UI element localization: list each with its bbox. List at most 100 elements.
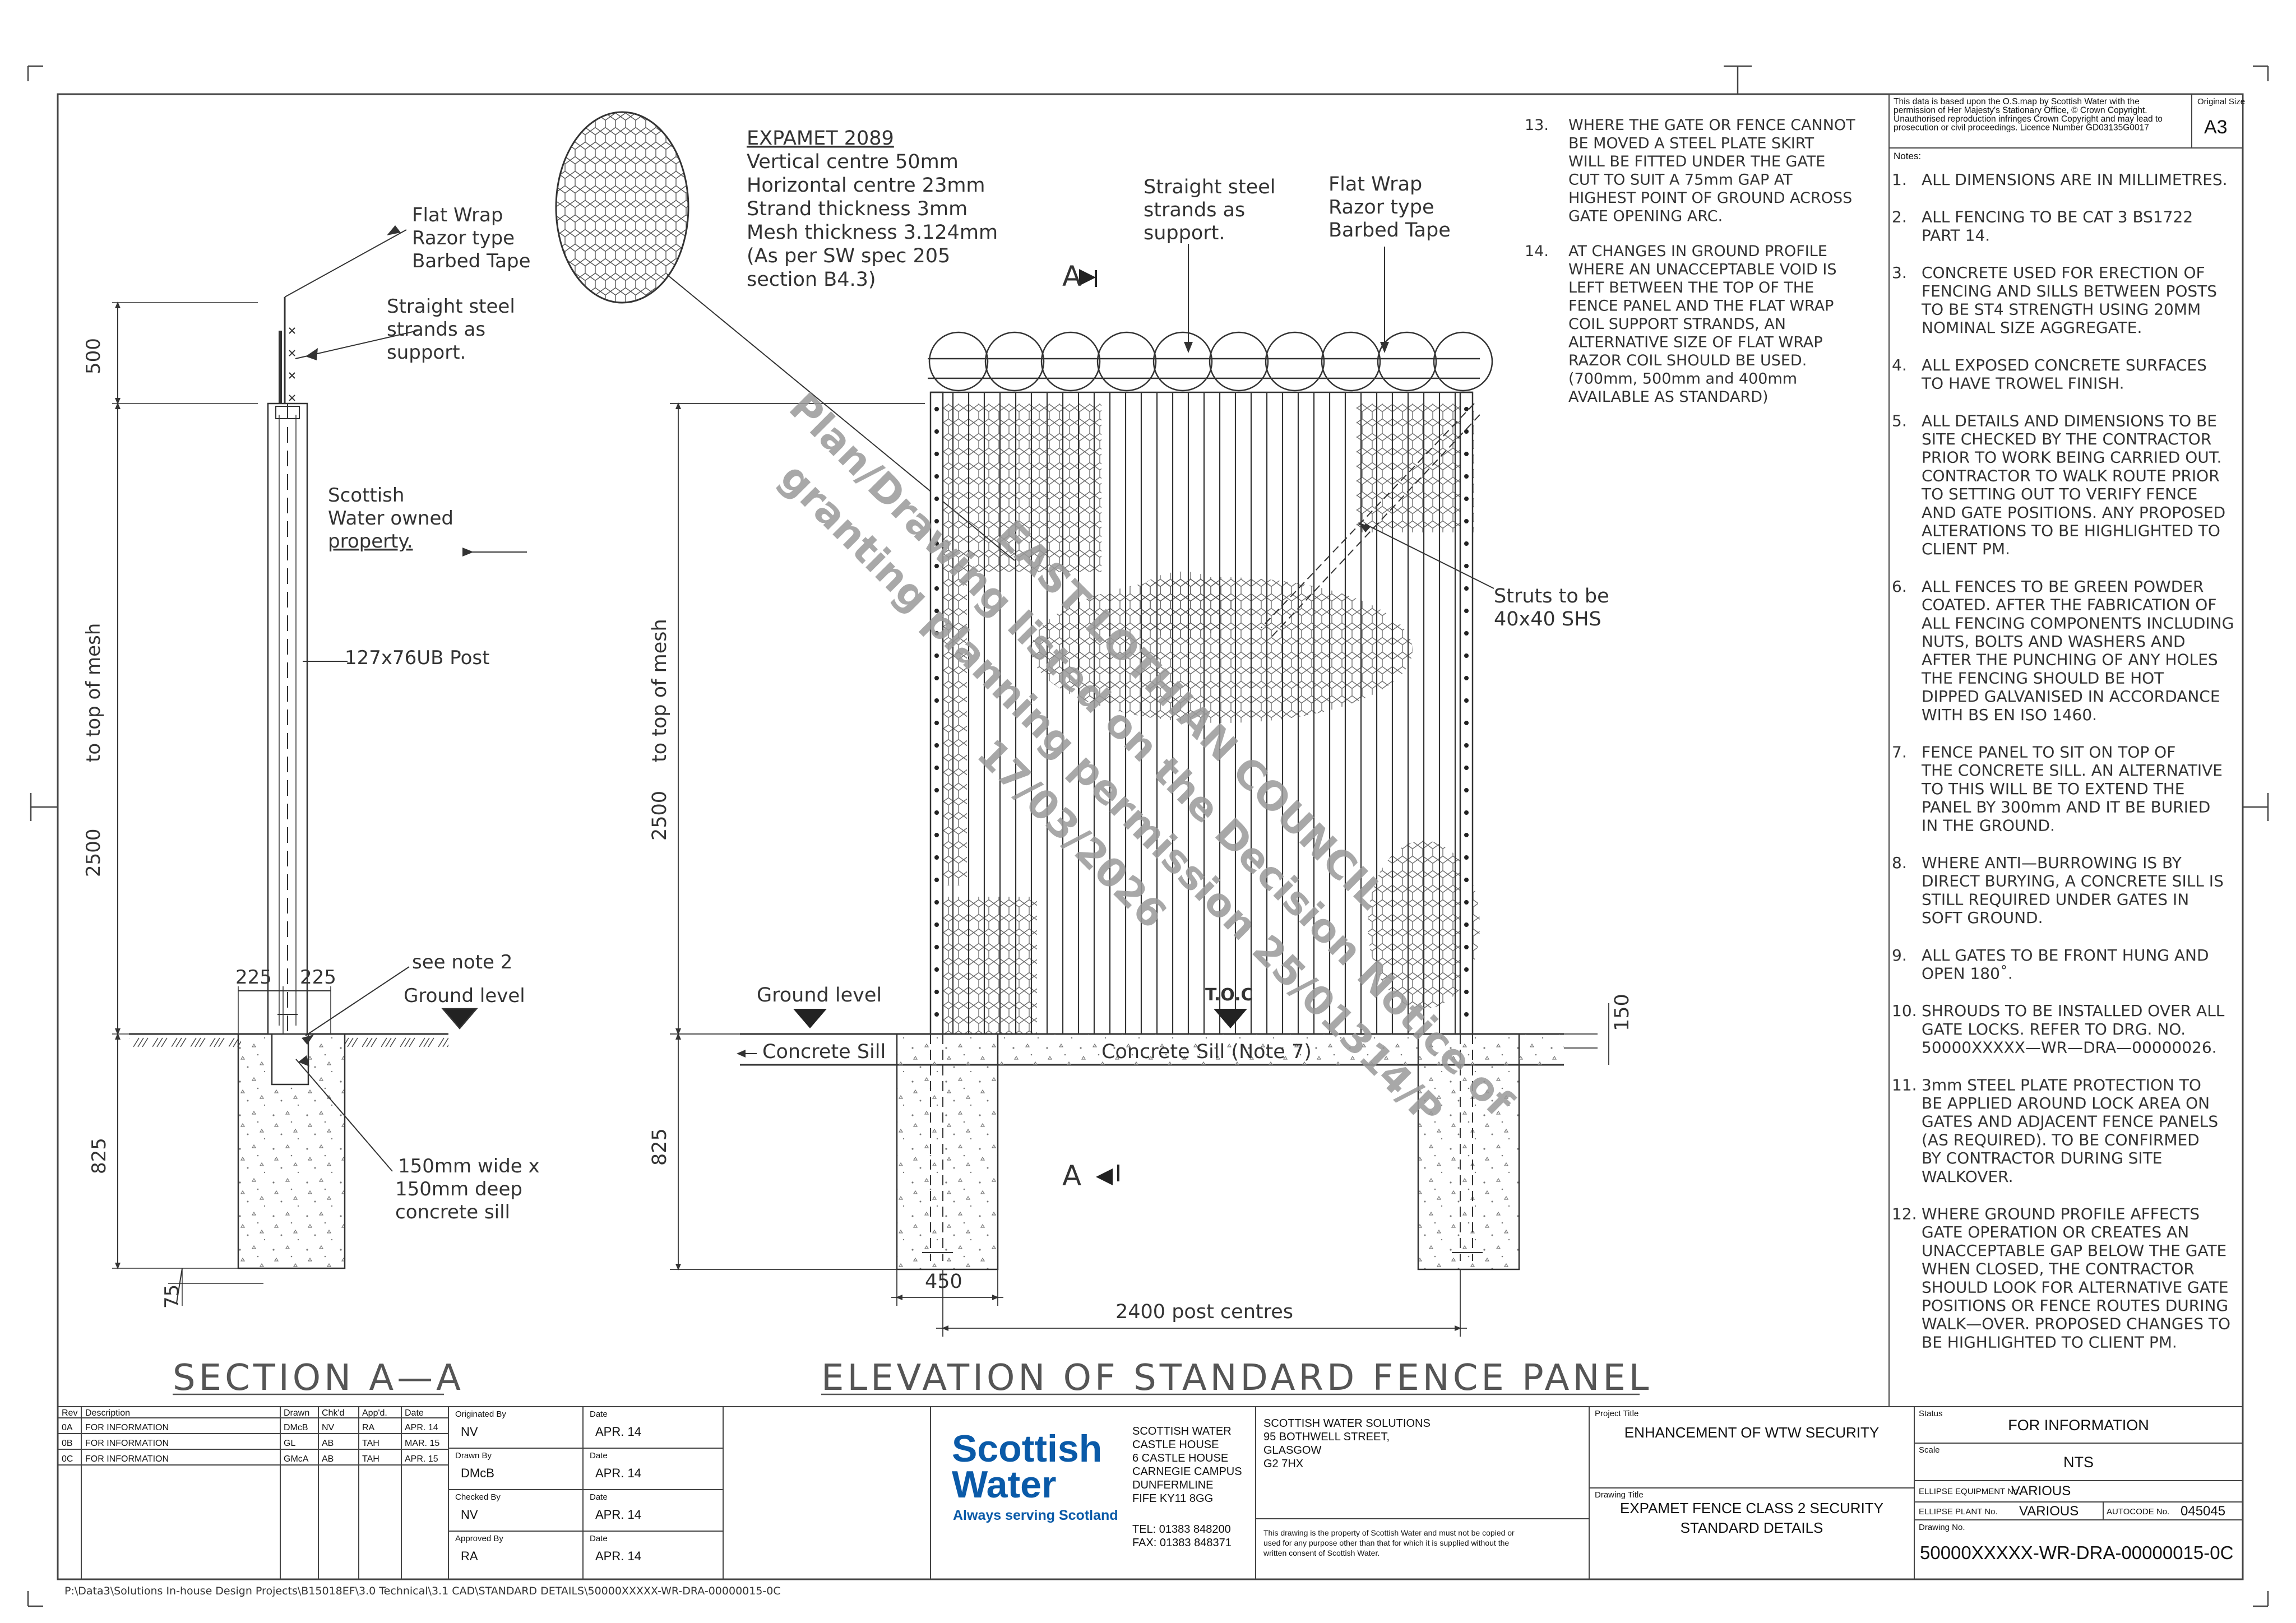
post-fixing (934, 631, 939, 636)
general-note-line: SOFT GROUND. (1922, 908, 2043, 927)
general-note-line: WITH BS EN ISO 1460. (1922, 706, 2097, 724)
elev-tape-line1: Flat Wrap (1328, 173, 1422, 196)
post-fixing (1464, 609, 1469, 613)
address-line: DUNFERMLINE (1132, 1479, 1213, 1491)
general-note-line: PART 14. (1922, 226, 1990, 244)
drawing-no: 50000XXXXX-WR-DRA-00000015-0C (1920, 1542, 2233, 1563)
note-top-number: 14. (1525, 243, 1549, 260)
post-fixing (934, 609, 939, 613)
property-note: This drawing is the property of Scottish… (1263, 1528, 1515, 1557)
post-fixing (934, 900, 939, 905)
general-note-line: OPEN 180˚. (1922, 964, 2013, 983)
elev-strands-line1: Straight steel (1144, 176, 1276, 198)
general-note-line: 3mm STEEL PLATE PROTECTION TO (1922, 1075, 2201, 1094)
project-fields: Project Title ENHANCEMENT OF WTW SECURIT… (1595, 1409, 2233, 1563)
post-fixing (1464, 676, 1469, 680)
general-note-number: 7. (1892, 743, 1907, 762)
post-fixing (934, 586, 939, 591)
post-fixing (1464, 519, 1469, 523)
post-fixing (934, 878, 939, 882)
brand-line1: Scottish (952, 1427, 1102, 1470)
section-owned-line2: Water owned (328, 507, 453, 530)
elev-dim-150: 150 (1611, 994, 1633, 1031)
post-fixing (1464, 541, 1469, 546)
elevation-labels: Straight steel strands as support. Flat … (649, 173, 1633, 1323)
general-note-line: IN THE GROUND. (1922, 816, 2055, 834)
post-fixing (934, 497, 939, 501)
general-note-line: ALL FENCES TO BE GREEN POWDER (1922, 577, 2204, 596)
project-title-label: Project Title (1595, 1409, 1638, 1418)
general-note-line: POSITIONS OR FENCE ROUTES DURING (1922, 1296, 2228, 1315)
general-note-line: TO BE ST4 STRENGTH USING 20MM (1921, 300, 2201, 319)
general-note-line: TO THIS WILL BE TO EXTEND THE (1921, 780, 2184, 798)
general-note-line: ALL DIMENSIONS ARE IN MILLIMETRES. (1922, 170, 2228, 189)
section-dim-2500: 2500 (82, 828, 105, 877)
rev-header: Rev (62, 1408, 77, 1418)
post-fixing (1464, 945, 1469, 949)
section-dim-225a: 225 (235, 966, 272, 989)
razor-coil (1040, 331, 1101, 392)
post-fixing (934, 810, 939, 815)
note-top-line: WHERE AN UNACCEPTABLE VOID IS (1568, 261, 1836, 279)
rev-cell: DMcB (284, 1423, 308, 1432)
post-fixing (934, 788, 939, 792)
post-fixing (934, 407, 939, 411)
general-note-line: ALL DETAILS AND DIMENSIONS TO BE (1922, 411, 2217, 430)
rev-cell: 0B (62, 1439, 73, 1448)
signoff-date: APR. 14 (595, 1466, 641, 1480)
elev-ground-level: Ground level (757, 984, 882, 1007)
rev-cell: TAH (362, 1439, 379, 1448)
general-note-number: 12. (1892, 1205, 1917, 1223)
post-fixing (1464, 497, 1469, 501)
elev-dim-2500: 2500 (649, 791, 671, 841)
general-note-line: FENCE PANEL TO SIT ON TOP OF (1922, 743, 2175, 762)
mesh-detail-oval (555, 111, 1015, 561)
general-note-line: BY CONTRACTOR DURING SITE (1922, 1149, 2163, 1167)
signoff-date-label: Date (590, 1451, 608, 1460)
elev-tape-line3: Barbed Tape (1328, 219, 1451, 242)
signoff-role: Checked By (455, 1492, 501, 1502)
general-note-line: ALL FENCING COMPONENTS INCLUDING (1922, 614, 2234, 632)
drawing-title-line1: EXPAMET FENCE CLASS 2 SECURITY (1620, 1500, 1883, 1517)
post-fixing (934, 743, 939, 748)
razor-coil (1321, 331, 1381, 392)
post-fixing (1464, 631, 1469, 636)
general-note-line: ALL EXPOSED CONCRETE SURFACES (1922, 356, 2207, 374)
post-fixing (1464, 990, 1469, 994)
general-note-line: NOMINAL SIZE AGGREGATE. (1922, 318, 2142, 337)
section-labels: Flat Wrap Razor type Barbed Tape Straigh… (82, 204, 540, 1309)
autocode-value: 045045 (2181, 1504, 2225, 1519)
section-ground-level: Ground level (404, 985, 525, 1007)
signoff-role: Approved By (455, 1534, 503, 1543)
general-note-line: DIRECT BURYING, A CONCRETE SILL IS (1922, 872, 2224, 891)
post-fixing (1464, 900, 1469, 905)
general-note-line: PANEL BY 300mm AND IT BE BURIED (1922, 798, 2210, 817)
general-note-line: SHROUDS TO BE INSTALLED OVER ALL (1922, 1001, 2225, 1020)
drawing-title-label: Drawing Title (1595, 1490, 1644, 1500)
phone-line: TEL: 01383 848200 (1132, 1523, 1231, 1536)
section-see-note: see note 2 (412, 951, 512, 973)
address-line: SCOTTISH WATER (1132, 1425, 1232, 1437)
note-top-line: FENCE PANEL AND THE FLAT WRAP (1568, 298, 1834, 315)
general-note-line: CONTRACTOR TO WALK ROUTE PRIOR (1922, 466, 2220, 485)
general-note-line: COATED. AFTER THE FABRICATION OF (1922, 596, 2216, 614)
address-line: GLASGOW (1263, 1444, 1321, 1457)
project-title: ENHANCEMENT OF WTW SECURITY (1624, 1424, 1880, 1441)
general-note-line: CONCRETE USED FOR ERECTION OF (1922, 263, 2205, 282)
rev-cell: APR. 15 (405, 1454, 438, 1464)
post-fixing (934, 766, 939, 770)
section-sill-line3: concrete sill (395, 1201, 510, 1223)
general-note-number: 3. (1892, 263, 1907, 282)
post-fixing (934, 564, 939, 568)
section-strands-line3: support. (387, 341, 466, 364)
general-note-number: 9. (1892, 946, 1907, 964)
rev-cell: NV (322, 1423, 335, 1432)
post-fixing (934, 698, 939, 703)
address-line: 6 CASTLE HOUSE (1132, 1452, 1228, 1464)
mesh-spec-title: EXPAMET 2089 (747, 127, 894, 150)
property-note-line: used for any purpose other than that for… (1263, 1538, 1509, 1547)
post-fixing (934, 429, 939, 434)
